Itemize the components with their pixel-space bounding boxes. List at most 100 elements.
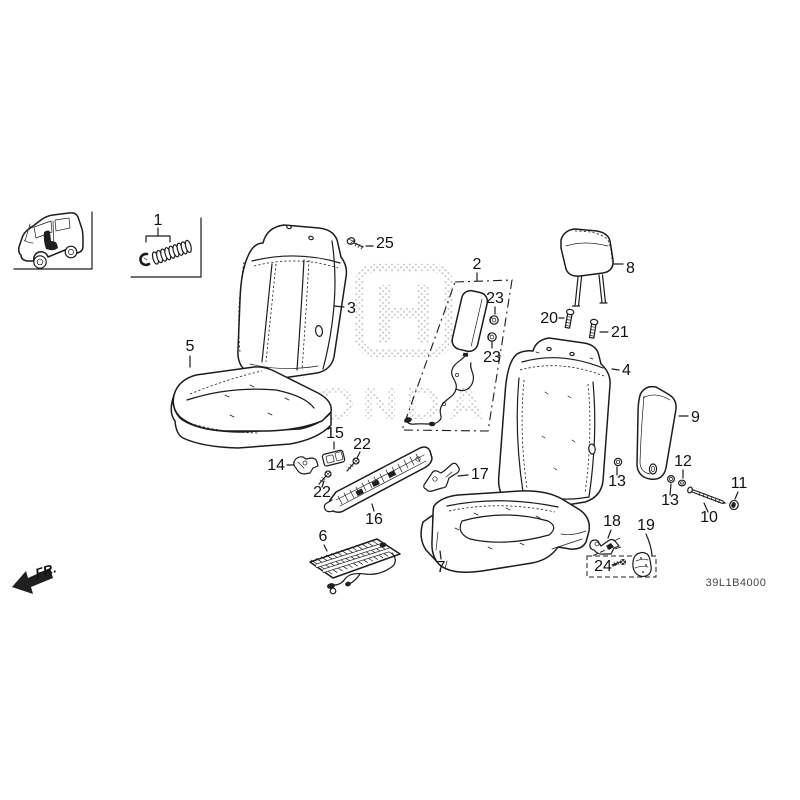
callout-25[interactable]: 25 xyxy=(365,235,394,252)
fr-arrow-icon xyxy=(12,568,53,594)
callout-2-label[interactable]: 2 xyxy=(473,256,482,273)
callout-10-label[interactable]: 10 xyxy=(700,509,718,526)
callout-18[interactable]: 18 xyxy=(603,513,621,539)
callout-22-upper[interactable]: 22 xyxy=(353,436,371,459)
callout-7[interactable]: 7 xyxy=(437,550,446,576)
callout-11[interactable]: 11 xyxy=(731,475,748,500)
part-19-24-dashed-box xyxy=(586,555,657,578)
callout-12[interactable]: 12 xyxy=(674,453,692,479)
van-rear-wheel xyxy=(64,245,78,259)
callout-25-label[interactable]: 25 xyxy=(376,235,394,252)
part-10-bolt xyxy=(687,486,727,505)
callout-6-label[interactable]: 6 xyxy=(319,528,328,545)
thumbnail-frame xyxy=(13,211,93,270)
callout-8-label[interactable]: 8 xyxy=(626,260,635,277)
part-13-nut-left xyxy=(613,457,623,467)
callout-8[interactable]: 8 xyxy=(613,260,635,277)
part-14-lever xyxy=(293,456,319,475)
callout-22a-label[interactable]: 22 xyxy=(353,436,371,453)
callout-14[interactable]: 14 xyxy=(267,457,295,474)
part-1-spring-and-clip: 1 xyxy=(130,212,202,278)
callout-13-left[interactable]: 13 xyxy=(608,466,626,490)
callout-5-label[interactable]: 5 xyxy=(186,338,195,355)
callout-20-label[interactable]: 20 xyxy=(540,310,558,327)
diagram-code: 39L1B4000 xyxy=(706,577,767,589)
part-7-cushion-pad: 7 xyxy=(420,490,591,576)
callout-24-label[interactable]: 24 xyxy=(594,558,612,575)
airbag-harness-wire xyxy=(405,352,468,425)
callout-3[interactable]: 3 xyxy=(333,300,356,317)
harness-clip xyxy=(442,402,446,406)
harness-connector xyxy=(404,417,412,423)
callout-4[interactable]: 4 xyxy=(611,362,631,379)
callout-13-right[interactable]: 13 xyxy=(661,483,679,509)
part-9-armrest: 9 xyxy=(636,385,700,481)
callout-12-label[interactable]: 12 xyxy=(674,453,692,470)
callout-19-label[interactable]: 19 xyxy=(637,517,655,534)
part-21-bolt xyxy=(588,318,599,339)
part-22-screw-upper xyxy=(346,457,360,472)
callout-13b-label[interactable]: 13 xyxy=(661,492,679,509)
callout-13a-label[interactable]: 13 xyxy=(608,473,626,490)
part-11-push-cap xyxy=(729,499,739,511)
heater-wire-connector xyxy=(345,581,351,587)
callout-23-upper[interactable]: 23 xyxy=(486,290,504,315)
callout-9-label[interactable]: 9 xyxy=(691,409,700,426)
part-6-seat-heater: 6 xyxy=(309,528,401,595)
wire-clip-notch xyxy=(143,257,148,261)
callout-1-label[interactable]: 1 xyxy=(154,212,163,229)
part-13-nut-right xyxy=(666,475,675,484)
airbag-module xyxy=(451,289,489,353)
callout-23a-label[interactable]: 23 xyxy=(486,290,504,307)
callout-23b-label[interactable]: 23 xyxy=(483,349,501,366)
callout-6[interactable]: 6 xyxy=(319,528,328,552)
callout-10[interactable]: 10 xyxy=(700,502,718,526)
callout-17-label[interactable]: 17 xyxy=(471,466,489,483)
callout-22-lower[interactable]: 22 xyxy=(313,480,331,501)
wire-clip xyxy=(139,252,151,267)
part-8-headrest: 8 xyxy=(560,228,635,307)
van-window-lines xyxy=(23,217,71,249)
harness-clip xyxy=(455,373,459,377)
callout-20[interactable]: 20 xyxy=(540,310,565,327)
callout-9[interactable]: 9 xyxy=(678,409,700,426)
part-16-side-trim-panel: 16 xyxy=(323,446,433,528)
callout-23-lower[interactable]: 23 xyxy=(483,341,501,366)
honda-logo-letter: H xyxy=(373,267,435,361)
callout-14-label[interactable]: 14 xyxy=(267,457,285,474)
callout-21-label[interactable]: 21 xyxy=(611,324,629,341)
part-2-airbag-assembly: 2 23 23 xyxy=(401,256,513,432)
heater-connector xyxy=(379,542,387,548)
callout-2[interactable]: 2 xyxy=(473,256,482,282)
callout-15[interactable]: 15 xyxy=(326,425,344,450)
callout-15-label[interactable]: 15 xyxy=(326,425,344,442)
callout-19[interactable]: 19 xyxy=(637,517,655,556)
callout-18-label[interactable]: 18 xyxy=(603,513,621,530)
callout-1[interactable]: 1 xyxy=(145,212,171,243)
callout-5[interactable]: 5 xyxy=(186,338,195,368)
fr-label: FR. xyxy=(33,560,57,580)
callout-22b-label[interactable]: 22 xyxy=(313,484,331,501)
callout-17[interactable]: 17 xyxy=(457,466,489,483)
part-20-bolt xyxy=(564,308,575,329)
headrest-guide-hole xyxy=(286,224,292,230)
callout-16[interactable]: 16 xyxy=(365,503,383,528)
harness-connector xyxy=(428,421,436,427)
part-23-nut-upper xyxy=(489,315,499,325)
callout-24[interactable]: 24 xyxy=(594,558,618,575)
callout-16-label[interactable]: 16 xyxy=(365,511,383,528)
airbag-harness-branch xyxy=(455,362,475,392)
heater-wire xyxy=(333,552,396,586)
dashed-link-line xyxy=(589,546,613,558)
headrest-posts xyxy=(571,274,608,307)
callout-4-label[interactable]: 4 xyxy=(622,362,631,379)
callout-11-label[interactable]: 11 xyxy=(731,475,748,492)
callout-3-label[interactable]: 3 xyxy=(347,300,356,317)
part-19-cover xyxy=(632,551,652,578)
headrest-guide-hole xyxy=(308,235,314,241)
callout-21[interactable]: 21 xyxy=(599,324,629,341)
callout-7-label[interactable]: 7 xyxy=(437,559,446,576)
wire-grommet xyxy=(329,587,337,595)
airbag-dashed-boundary xyxy=(401,279,513,432)
